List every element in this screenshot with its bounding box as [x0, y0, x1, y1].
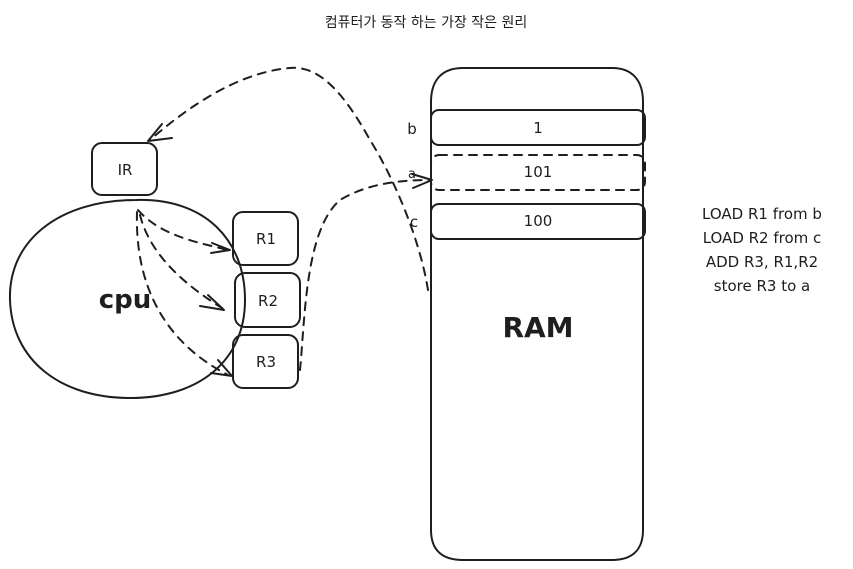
- cpu-label: cpu: [99, 285, 152, 315]
- ram-cell-box: [430, 109, 646, 146]
- ram-cell-address: c: [410, 213, 418, 231]
- register-r1[interactable]: R1: [232, 211, 299, 266]
- r3-box: [232, 334, 299, 389]
- ir-label: IR: [118, 161, 133, 179]
- ram-cell[interactable]: 101 a: [408, 154, 646, 191]
- instruction-line: LOAD R1 from b: [702, 205, 822, 223]
- ram-cell-address: b: [407, 120, 417, 138]
- ram-cell[interactable]: 1 b: [407, 109, 646, 146]
- instruction-line: LOAD R2 from c: [703, 229, 822, 247]
- r3-label: R3: [256, 353, 276, 371]
- ram-cell[interactable]: 100 c: [410, 203, 646, 240]
- arrow-head-ir: [147, 123, 173, 142]
- cpu-circle: [8, 198, 246, 399]
- arrow-r3-to-a: [299, 179, 431, 371]
- ram[interactable]: RAM 1 b 101 a 100 c: [407, 67, 646, 561]
- arrow-ir-to-r3: [135, 211, 229, 376]
- arrow-head-r1: [210, 242, 231, 254]
- ram-cell-address: a: [408, 167, 416, 182]
- ram-cell-value: 101: [524, 163, 553, 181]
- r2-box: [234, 272, 301, 328]
- ram-cell-box: [430, 154, 646, 191]
- r2-label: R2: [258, 292, 278, 310]
- r1-box: [232, 211, 299, 266]
- instruction-line: store R3 to a: [714, 277, 810, 295]
- arrow-head-r3: [210, 359, 233, 377]
- instruction-list: LOAD R1 from b LOAD R2 from c ADD R3, R1…: [702, 205, 822, 295]
- cpu[interactable]: cpu: [8, 198, 246, 399]
- ram-cell-value: 100: [524, 212, 553, 230]
- register-r3[interactable]: R3: [232, 334, 299, 389]
- instruction-register[interactable]: IR: [91, 142, 158, 196]
- ram-label: RAM: [502, 311, 573, 344]
- ram-cell-value: 1: [533, 119, 543, 137]
- arrow-ram-to-ir: [149, 66, 429, 291]
- register-r2[interactable]: R2: [234, 272, 301, 328]
- arrow-ir-to-r2: [139, 214, 223, 309]
- ram-box: [430, 67, 644, 561]
- ir-box: [91, 142, 158, 196]
- arrow-head-r2: [199, 294, 225, 311]
- instruction-line: ADD R3, R1,R2: [706, 253, 818, 271]
- arrow-ir-to-r1: [137, 209, 229, 251]
- diagram-title: 컴퓨터가 동작 하는 가장 작은 원리: [325, 15, 528, 31]
- r1-label: R1: [256, 230, 276, 248]
- ram-cell-box: [430, 203, 646, 240]
